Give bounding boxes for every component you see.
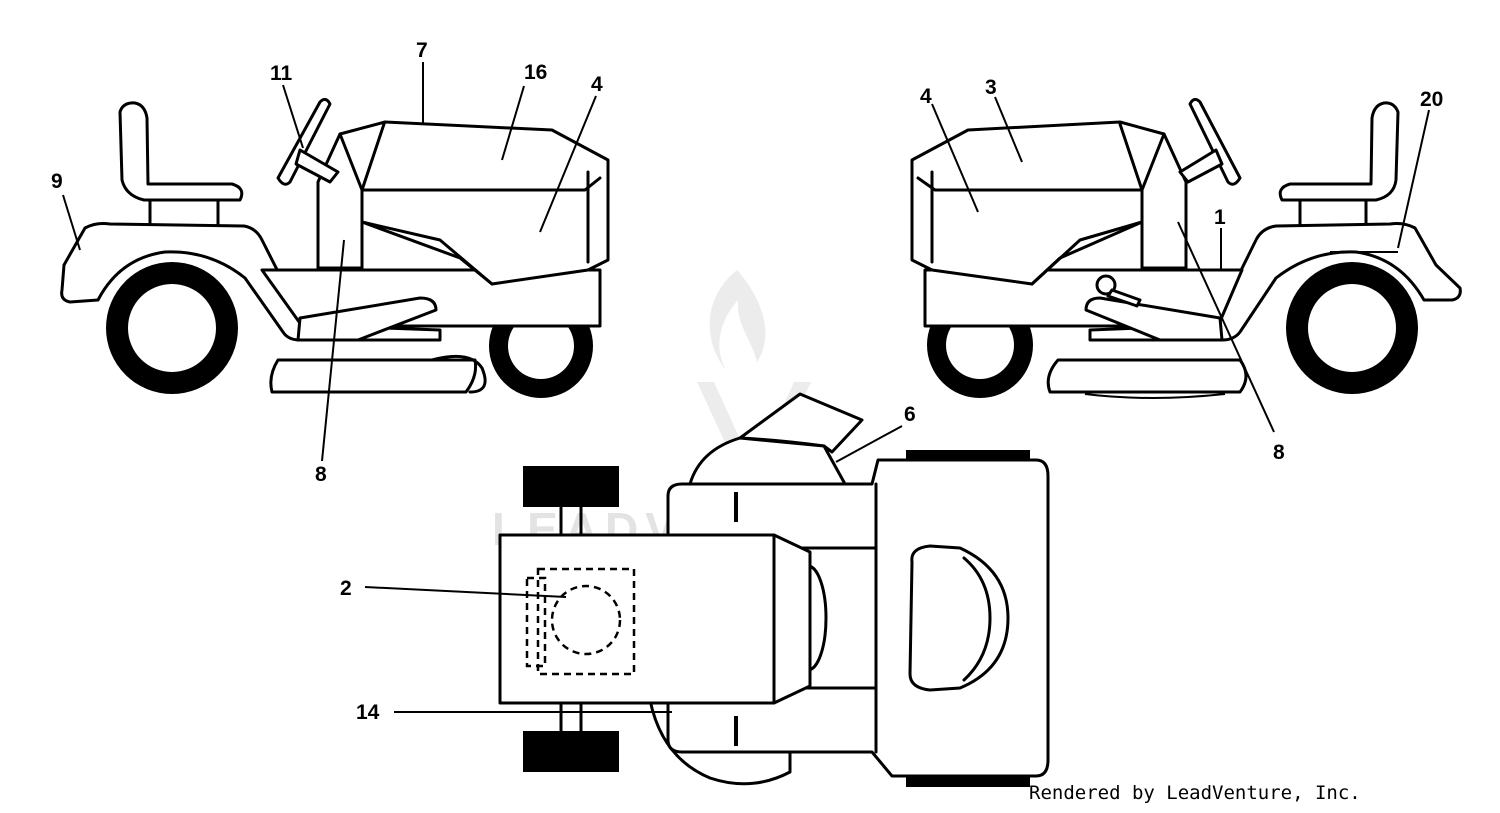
callout-6: 6: [904, 403, 916, 426]
tractor-top-view: 6 2 14: [340, 392, 1050, 787]
callout-11: 11: [270, 62, 293, 85]
left-view-leader-lines: [62, 62, 597, 462]
callout-4-right: 4: [920, 85, 932, 108]
right-view-leader-lines: [931, 96, 1430, 433]
callout-14: 14: [356, 701, 380, 724]
callout-8-right: 8: [1273, 441, 1285, 464]
top-view-seat: [908, 544, 1010, 692]
left-view-rear-wheel: [106, 262, 238, 394]
callout-1: 1: [1214, 206, 1226, 229]
callout-20: 20: [1420, 88, 1443, 111]
right-view-rear-wheel: [1286, 262, 1418, 394]
right-view-steering-wheel: [1178, 97, 1242, 186]
tractor-left-side-view: 11 7 16 4 9 8: [51, 39, 610, 486]
left-view-rear-fender: [60, 222, 442, 342]
render-credit: Rendered by LeadVenture, Inc.: [1029, 782, 1361, 804]
top-view-front-tire-lower: [523, 731, 619, 772]
callout-2: 2: [340, 577, 352, 600]
right-view-lift-lever: [1095, 274, 1142, 308]
top-view-dashed-decal: [525, 567, 636, 676]
callout-3: 3: [985, 76, 997, 99]
right-view-footrest: [1084, 296, 1224, 342]
callout-7: 7: [416, 39, 428, 62]
left-view-footrest: [296, 296, 438, 342]
right-view-seat: [1278, 101, 1400, 202]
callout-16: 16: [524, 61, 547, 84]
left-view-mower-deck: [269, 358, 478, 394]
top-view-hood: [498, 533, 812, 705]
callout-4: 4: [591, 73, 603, 96]
callout-9: 9: [51, 170, 63, 193]
top-view-front-tire-upper: [523, 466, 619, 507]
callout-8: 8: [315, 463, 327, 486]
right-view-hood: [910, 120, 1166, 286]
tractor-right-side-view: 4 3 20 1 8: [910, 76, 1462, 464]
top-view-leader-lines: [364, 425, 903, 713]
left-view-hood: [338, 120, 610, 286]
left-view-seat: [118, 101, 244, 202]
top-view-deck-upper: [688, 436, 847, 486]
right-view-mower-deck: [1046, 358, 1248, 394]
left-view-steering-wheel: [276, 97, 340, 186]
